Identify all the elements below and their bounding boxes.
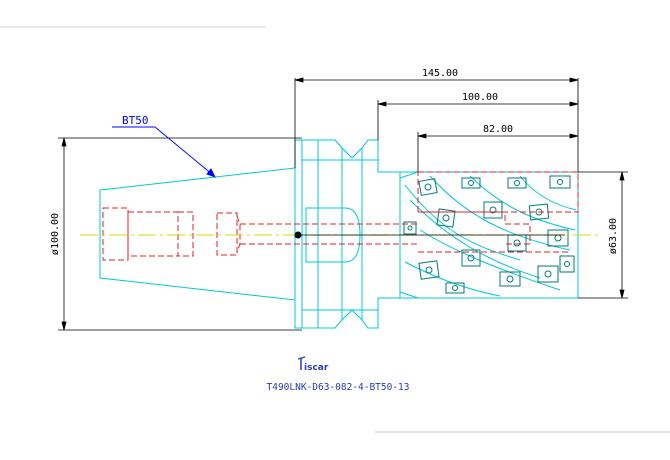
dimension-head-length-label: 100.00 — [462, 92, 498, 103]
hidden-features — [102, 171, 579, 261]
gauge-point-icon — [294, 231, 302, 239]
insert-icon — [445, 282, 465, 294]
dimension-cutter-diameter-label: ø63.00 — [608, 218, 619, 254]
dimension-shank-diameter-label: ø100.00 — [50, 213, 61, 255]
taper-shank — [99, 139, 303, 329]
brand-name: iscar — [304, 363, 329, 373]
insert-icon — [418, 260, 440, 280]
insert-icon — [549, 175, 571, 189]
insert-icon — [507, 177, 527, 189]
insert-icon — [537, 265, 559, 283]
insert-icon — [499, 271, 521, 287]
dimension-cutter-diameter — [578, 171, 628, 299]
dimension-shank-diameter — [58, 137, 302, 331]
part-number: T490LNK-D63-082-4-BT50-13 — [267, 382, 410, 393]
cutting-inserts — [403, 175, 575, 294]
brand-logo: iscar — [297, 356, 329, 373]
dimension-overall-length-label: 145.00 — [422, 68, 458, 79]
dimension-cutting-length-label: 82.00 — [483, 124, 513, 135]
dimension-cutting-length — [417, 132, 579, 172]
dimension-head-length — [377, 100, 579, 140]
insert-icon — [436, 208, 456, 228]
insert-icon — [483, 201, 503, 219]
insert-icon — [559, 255, 575, 273]
insert-icon — [418, 178, 438, 196]
taper-leader — [112, 126, 216, 178]
taper-label: BT50 — [122, 114, 149, 127]
insert-icon — [547, 229, 569, 247]
insert-icon — [461, 249, 481, 267]
insert-icon — [403, 221, 417, 235]
dimension-overall-length — [294, 77, 579, 172]
insert-icon — [461, 177, 481, 189]
flange-collar — [301, 139, 401, 329]
